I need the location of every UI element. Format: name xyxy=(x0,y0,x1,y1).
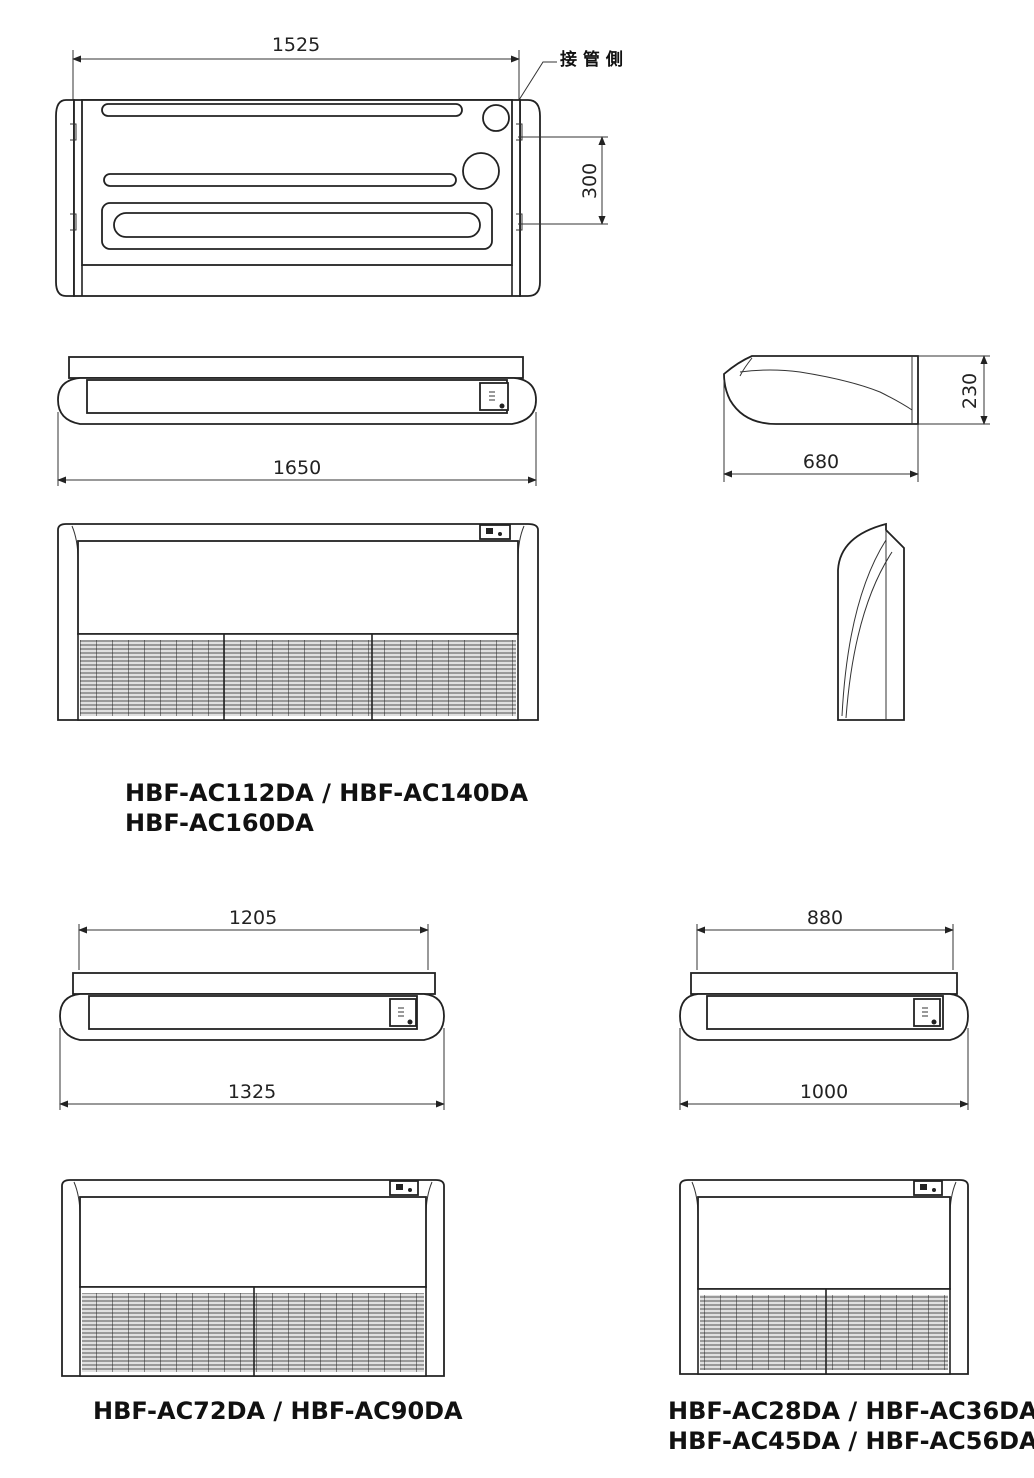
medium-model-line-1: HBF-AC72DA / HBF-AC90DA xyxy=(93,1397,463,1425)
dim-1000: 1000 xyxy=(800,1081,848,1103)
large-top-view: 1525 接 管 側 300 xyxy=(55,34,623,297)
large-side-front-view xyxy=(837,522,905,721)
large-model-line-1: HBF-AC112DA / HBF-AC140DA xyxy=(125,779,529,807)
large-side-view: 230 680 xyxy=(723,355,990,482)
dim-300: 300 xyxy=(579,163,601,199)
dim-230: 230 xyxy=(959,373,981,409)
small-model-line-1: HBF-AC28DA / HBF-AC36DA xyxy=(668,1397,1034,1425)
small-profile-view: 880 1000 xyxy=(679,907,969,1110)
dim-680: 680 xyxy=(803,451,839,473)
pipe-side-label: 接 管 側 xyxy=(560,49,623,70)
dim-1325: 1325 xyxy=(228,1081,276,1103)
dim-1205: 1205 xyxy=(229,907,277,929)
small-front-view xyxy=(679,1179,969,1375)
dim-1650: 1650 xyxy=(273,457,321,479)
dim-880: 880 xyxy=(807,907,843,929)
medium-front-view xyxy=(61,1179,445,1377)
large-profile-view: 1650 xyxy=(57,356,537,486)
small-model-line-2: HBF-AC45DA / HBF-AC56DA xyxy=(668,1427,1034,1455)
dim-1525: 1525 xyxy=(272,34,320,56)
medium-profile-view: 1205 1325 xyxy=(59,907,445,1110)
large-model-line-2: HBF-AC160DA xyxy=(125,809,314,837)
